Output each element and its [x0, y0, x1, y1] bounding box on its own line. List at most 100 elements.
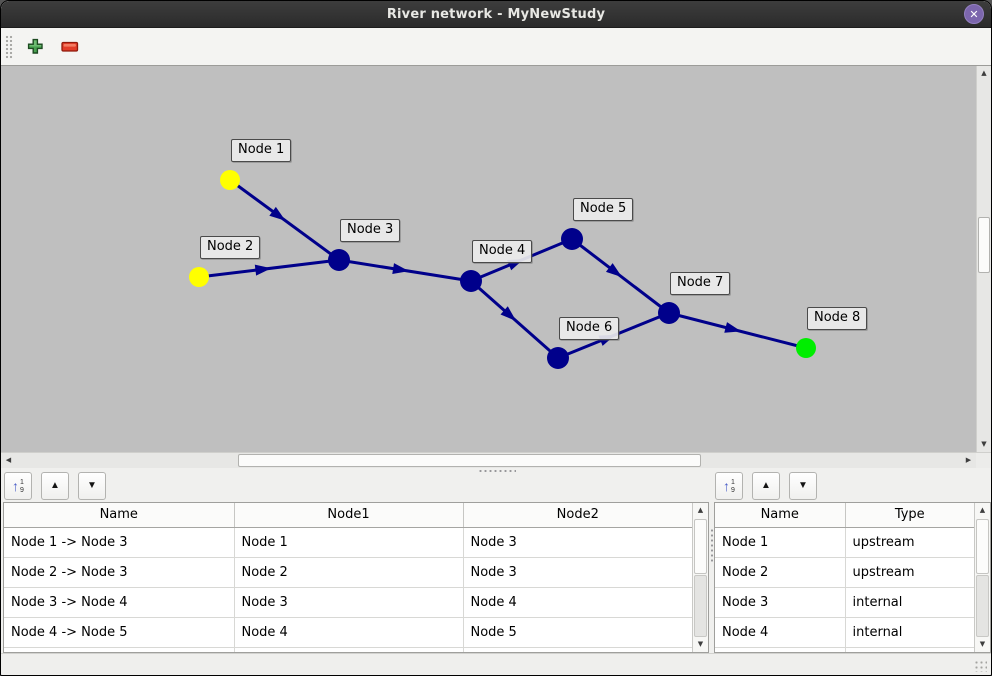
edge-arrow-icon — [605, 263, 623, 278]
close-icon: ✕ — [969, 7, 979, 21]
graph-node[interactable] — [328, 249, 350, 271]
table-row[interactable] — [4, 647, 692, 652]
network-canvas[interactable]: Node 1 Node 2 Node 3 Node 4 Node 5 Node 6 Node… — [1, 66, 976, 452]
column-header-node1[interactable]: Node1 — [234, 503, 464, 528]
table-cell[interactable]: Node 3 -> Node 4 — [4, 587, 235, 618]
vertical-splitter[interactable] — [709, 502, 714, 653]
toolbar-drag-handle[interactable] — [5, 34, 13, 59]
scroll-down-button[interactable]: ▼ — [693, 637, 708, 652]
column-header-node2[interactable]: Node2 — [463, 503, 692, 528]
scrollbar-thumb[interactable] — [976, 519, 989, 574]
scroll-up-button[interactable]: ▲ — [975, 503, 990, 518]
vertical-splitter-grip[interactable] — [710, 528, 714, 562]
add-branch-button[interactable] — [22, 34, 48, 60]
column-header-name[interactable]: Name — [4, 503, 235, 528]
node-label[interactable]: Node 5 — [573, 198, 634, 222]
remove-branch-button[interactable] — [57, 34, 83, 60]
scroll-down-button[interactable]: ▼ — [975, 637, 990, 652]
scroll-right-button[interactable]: ▶ — [961, 453, 976, 468]
scrollbar-trough[interactable] — [694, 575, 707, 637]
table-cell[interactable]: Node 1 — [234, 527, 464, 558]
nodes-move-up-button[interactable]: ▲ — [752, 472, 780, 500]
graph-node[interactable] — [460, 270, 482, 292]
table-cell[interactable]: Node 5 — [463, 617, 692, 648]
sort-bottom-glyph: 9 — [731, 486, 735, 494]
nodes-sort-button[interactable]: ↑ 1 9 — [715, 472, 743, 500]
branches-table-scrollbar[interactable]: ▲ ▼ — [692, 503, 708, 652]
branches-move-down-button[interactable]: ▼ — [78, 472, 106, 500]
table-cell[interactable]: Node 4 — [463, 587, 692, 618]
graph-node[interactable] — [561, 228, 583, 250]
table-cell[interactable] — [463, 647, 692, 652]
column-header-name[interactable]: Name — [715, 503, 846, 528]
scroll-up-button[interactable]: ▲ — [693, 503, 708, 518]
table-cell[interactable]: Node 4 — [234, 617, 464, 648]
horizontal-scrollbar-thumb[interactable] — [238, 454, 701, 467]
node-label[interactable]: Node 1 — [231, 139, 292, 163]
node-label[interactable]: Node 3 — [340, 219, 401, 243]
table-row[interactable] — [715, 647, 974, 652]
table-cell[interactable]: Node 4 — [715, 617, 846, 648]
node-label[interactable]: Node 6 — [559, 317, 620, 341]
table-cell[interactable]: Node 2 — [234, 557, 464, 588]
table-cell[interactable]: upstream — [845, 557, 974, 588]
graph-node[interactable] — [547, 347, 569, 369]
horizontal-splitter-grip[interactable] — [478, 469, 516, 474]
node-label[interactable]: Node 8 — [807, 307, 868, 331]
graph-node[interactable] — [189, 267, 209, 287]
table-cell[interactable]: Node 2 — [715, 557, 846, 588]
node-label[interactable]: Node 4 — [472, 240, 533, 264]
vertical-scrollbar-thumb[interactable] — [978, 217, 990, 273]
nodes-move-down-button[interactable]: ▼ — [789, 472, 817, 500]
window-titlebar[interactable]: River network - MyNewStudy ✕ — [1, 1, 991, 28]
sort-arrow-glyph: ↑ — [723, 478, 731, 494]
down-arrow-icon: ▼ — [798, 480, 808, 491]
branches-move-up-button[interactable]: ▲ — [41, 472, 69, 500]
table-cell[interactable]: Node 3 — [463, 527, 692, 558]
branches-sort-button[interactable]: ↑ 1 9 — [4, 472, 32, 500]
canvas-area: Node 1 Node 2 Node 3 Node 4 Node 5 Node 6 Node… — [1, 66, 991, 452]
table-cell[interactable]: Node 3 — [234, 587, 464, 618]
table-cell[interactable] — [4, 647, 235, 652]
table-cell[interactable]: Node 2 -> Node 3 — [4, 557, 235, 588]
table-cell[interactable]: upstream — [845, 527, 974, 558]
scrollbar-thumb[interactable] — [694, 519, 707, 574]
table-cell[interactable] — [234, 647, 464, 652]
table-cell[interactable] — [715, 647, 846, 652]
table-cell[interactable]: internal — [845, 617, 974, 648]
scrollbar-trough[interactable] — [976, 575, 989, 637]
table-cell[interactable]: Node 3 — [715, 587, 846, 618]
table-cell[interactable]: internal — [845, 587, 974, 618]
canvas-horizontal-scrollbar[interactable]: ◀ ▶ — [1, 452, 976, 468]
node-label[interactable]: Node 2 — [200, 236, 261, 260]
column-header-type[interactable]: Type — [845, 503, 974, 528]
nodes-table-scrollbar[interactable]: ▲ ▼ — [974, 503, 990, 652]
sort-bottom-glyph: 9 — [20, 486, 24, 494]
graph-node[interactable] — [658, 302, 680, 324]
node-label[interactable]: Node 7 — [670, 272, 731, 296]
table-cell[interactable]: Node 3 — [463, 557, 692, 588]
canvas-vertical-scrollbar[interactable]: ▲ ▼ — [976, 66, 991, 452]
table-cell[interactable]: Node 4 -> Node 5 — [4, 617, 235, 648]
close-button[interactable]: ✕ — [964, 4, 984, 24]
resize-grip[interactable] — [974, 660, 987, 672]
scroll-up-button[interactable]: ▲ — [977, 66, 991, 81]
table-cell[interactable]: Node 1 — [715, 527, 846, 558]
table-cell[interactable] — [845, 647, 974, 652]
graph-node[interactable] — [796, 338, 816, 358]
scroll-left-button[interactable]: ◀ — [1, 453, 16, 468]
table-cell[interactable]: Node 1 -> Node 3 — [4, 527, 235, 558]
scroll-down-button[interactable]: ▼ — [977, 437, 991, 452]
graph-node[interactable] — [220, 170, 240, 190]
